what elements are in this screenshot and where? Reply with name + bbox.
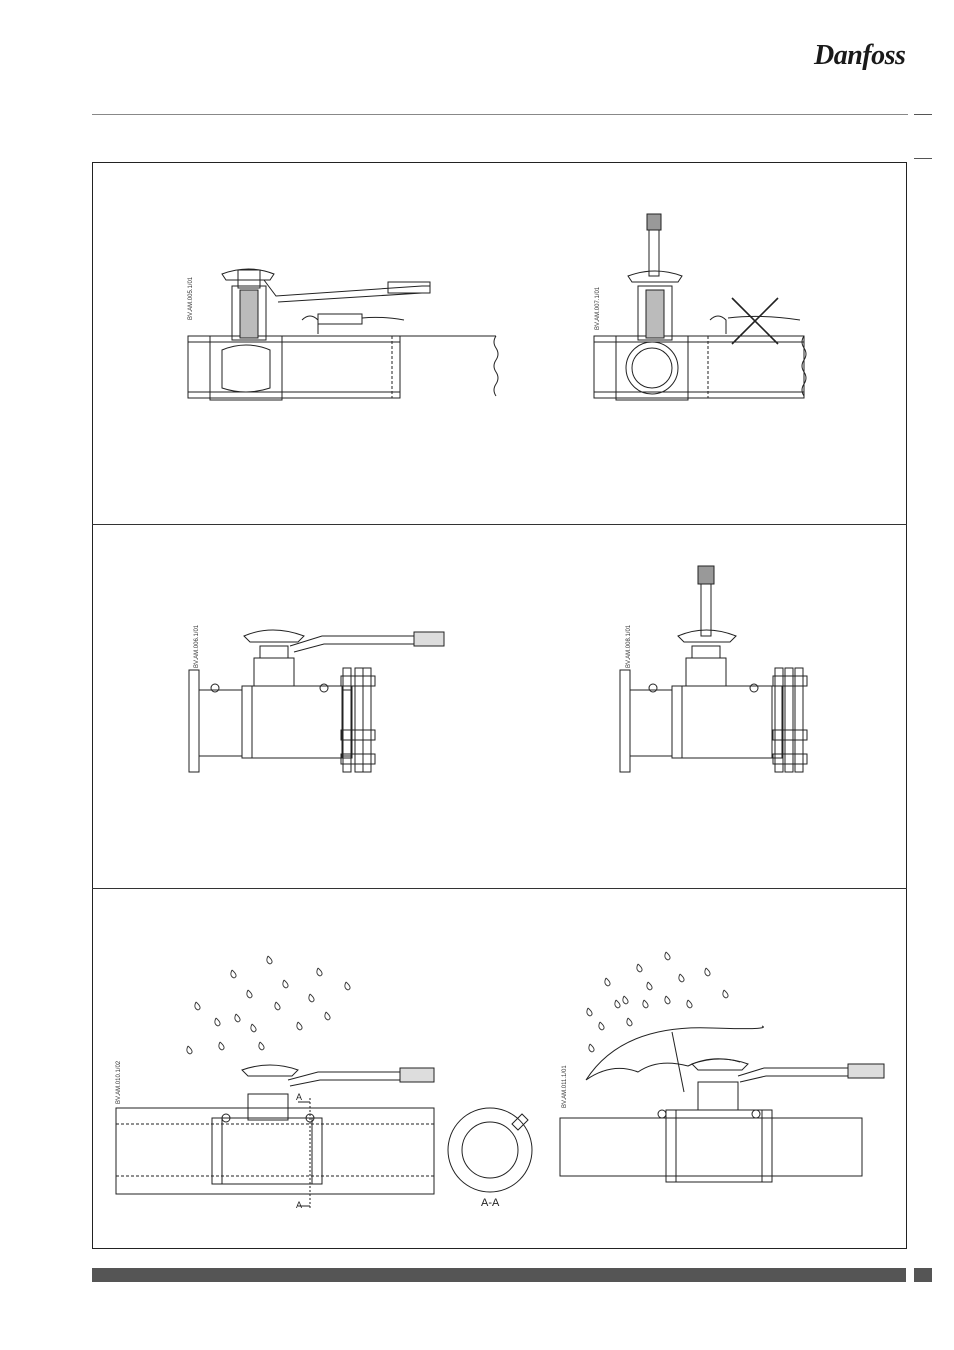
footer-page-box bbox=[914, 1268, 932, 1282]
section-label: A-A bbox=[481, 1197, 500, 1209]
figure-code-6: BV.AM.011.1/01 bbox=[562, 1065, 568, 1108]
valve-drawing-3: BV.AM.006.1/01 bbox=[189, 624, 444, 772]
valve-drawing-1: BV.AM.005.1/01 bbox=[188, 269, 498, 400]
figure-code-4: BV.AM.008.1/01 bbox=[626, 624, 632, 668]
figure-drawings: BV.AM.005.1/01 BV.AM.007.1/01 bbox=[92, 0, 907, 1350]
side-tick-lower bbox=[914, 158, 932, 159]
section-aa-drawing: A-A bbox=[448, 1108, 532, 1209]
valve-drawing-2: BV.AM.007.1/01 bbox=[594, 214, 806, 400]
footer-bar bbox=[92, 1268, 906, 1282]
dimension-label-a-bottom: A bbox=[296, 1200, 302, 1210]
dimension-label-a-top: A bbox=[296, 1092, 302, 1102]
valve-drawing-4: BV.AM.008.1/01 bbox=[620, 566, 807, 772]
valve-drawing-5: BV.AM.010.1/02 A A bbox=[116, 956, 434, 1210]
figure-code-2: BV.AM.007.1/01 bbox=[595, 286, 601, 330]
figure-code-3: BV.AM.006.1/01 bbox=[194, 624, 200, 668]
side-tick-upper bbox=[914, 114, 932, 115]
figure-code-1: BV.AM.005.1/01 bbox=[188, 276, 194, 320]
valve-drawing-6: BV.AM.011.1/01 bbox=[560, 952, 884, 1182]
figure-code-5: BV.AM.010.1/02 bbox=[116, 1060, 122, 1104]
